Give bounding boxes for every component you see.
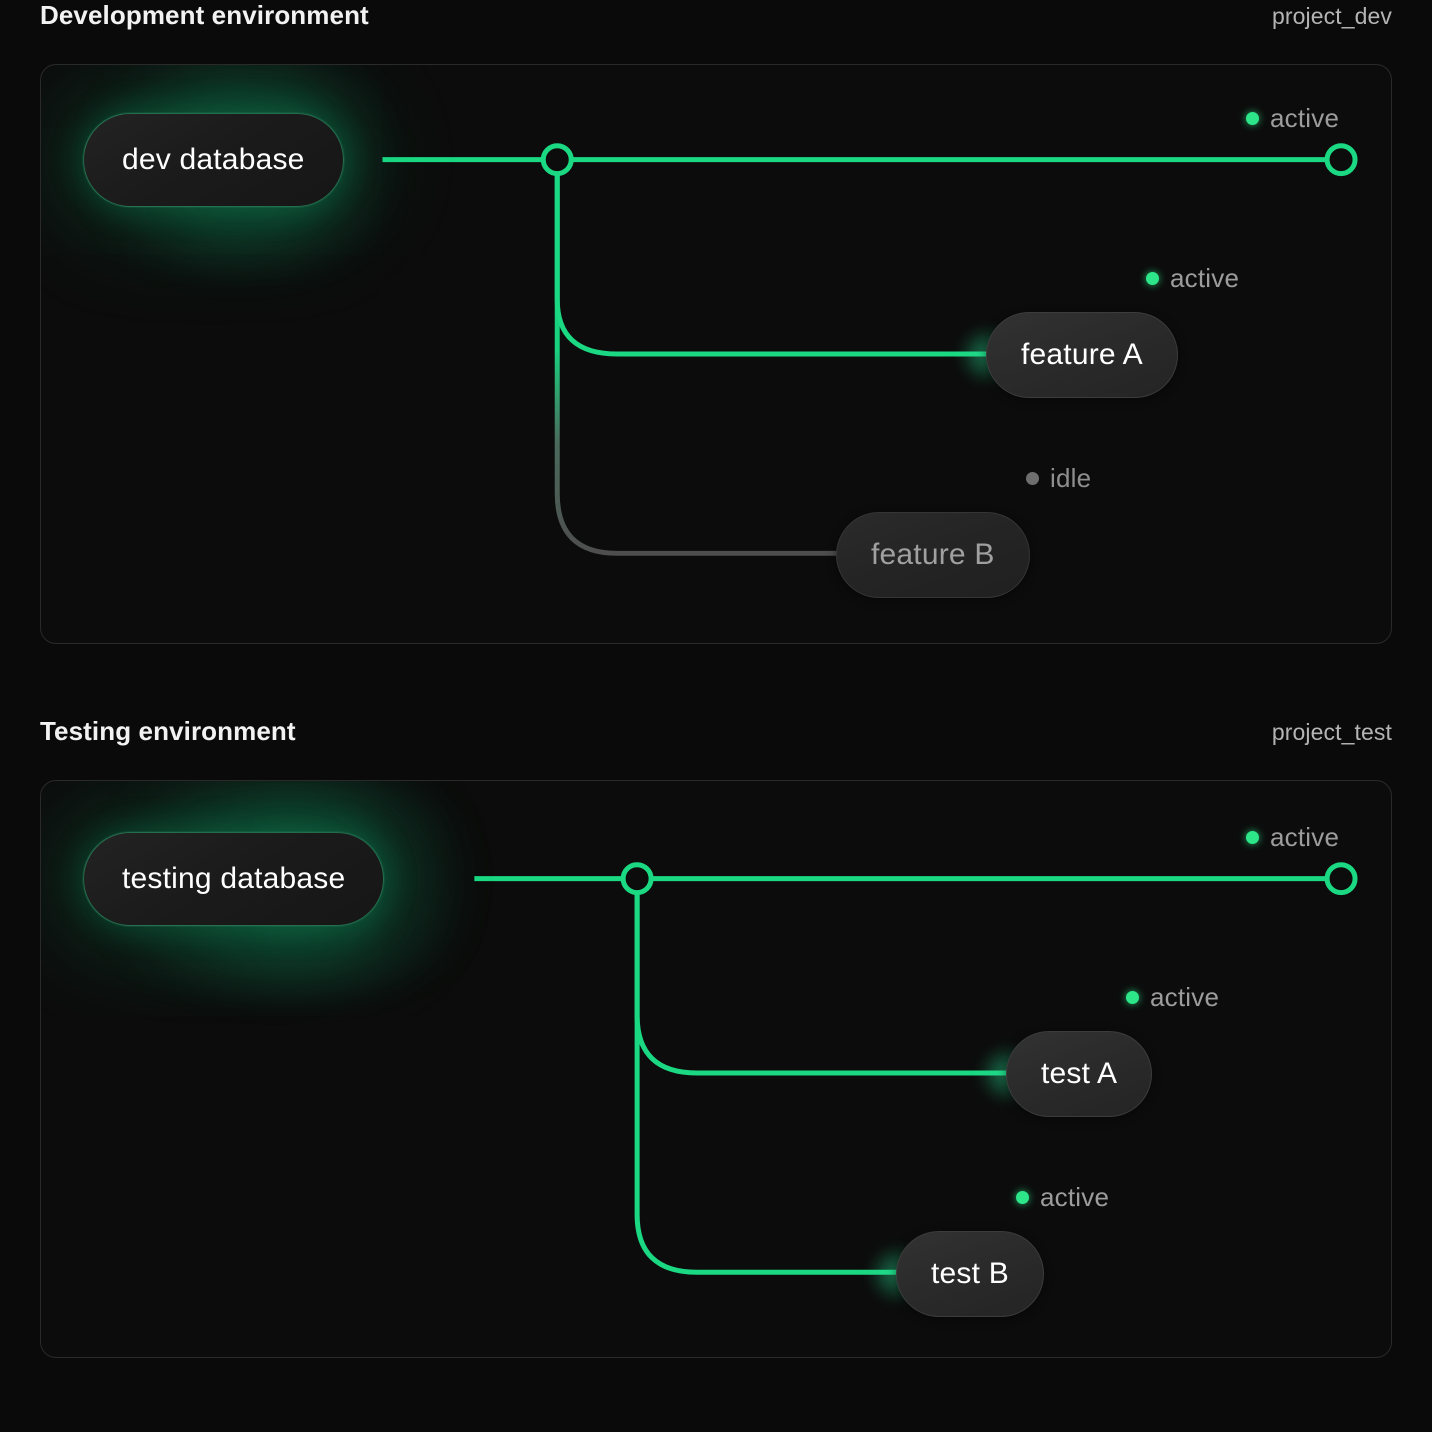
connector-active-feature-a: [557, 160, 986, 354]
status-badge-feature-a: active: [1146, 263, 1239, 294]
status-dot-icon: [1016, 1191, 1029, 1204]
connector-active-test-b: [637, 879, 897, 1273]
status-dot-icon: [1146, 272, 1159, 285]
junction-circle-testing[interactable]: [623, 865, 651, 893]
status-badge-test-a: active: [1126, 982, 1219, 1013]
status-dot-icon: [1126, 991, 1139, 1004]
page-title-development: Development environment: [40, 0, 369, 31]
environment-card-testing: testing database active test A active te…: [40, 780, 1392, 1358]
connector-active-test-a: [637, 879, 1006, 1073]
section-spacer: [40, 644, 1392, 716]
status-label-dev-trunk: active: [1270, 103, 1339, 134]
status-badge-dev-trunk: active: [1246, 103, 1339, 134]
project-name-testing: project_test: [1272, 719, 1392, 746]
status-badge-feature-b: idle: [1026, 463, 1091, 494]
status-label-feature-b: idle: [1050, 463, 1091, 494]
node-label-test-b: test B: [931, 1257, 1009, 1291]
status-dot-icon: [1246, 112, 1259, 125]
node-test-b[interactable]: test B: [896, 1231, 1044, 1317]
status-badge-test-b: active: [1016, 1182, 1109, 1213]
status-dot-icon: [1026, 472, 1039, 485]
status-label-test-a: active: [1150, 982, 1219, 1013]
node-testing-database[interactable]: testing database: [83, 832, 384, 926]
node-label-dev-database: dev database: [122, 143, 305, 177]
node-label-testing-database: testing database: [122, 862, 345, 896]
status-label-test-b: active: [1040, 1182, 1109, 1213]
project-name-development: project_dev: [1272, 3, 1392, 30]
status-badge-test-trunk: active: [1246, 822, 1339, 853]
node-feature-a[interactable]: feature A: [986, 312, 1178, 398]
node-label-feature-a: feature A: [1021, 338, 1143, 372]
endpoint-circle-development[interactable]: [1327, 146, 1355, 174]
node-feature-b[interactable]: feature B: [836, 512, 1030, 598]
junction-circle-development[interactable]: [543, 146, 571, 174]
page-title-testing: Testing environment: [40, 716, 296, 747]
status-label-feature-a: active: [1170, 263, 1239, 294]
connector-idle-feature-b: [557, 160, 837, 554]
environment-card-development: dev database active feature A active fea…: [40, 64, 1392, 644]
section-header-development: Development environment project_dev: [40, 0, 1392, 64]
node-dev-database[interactable]: dev database: [83, 113, 344, 207]
status-dot-icon: [1246, 831, 1259, 844]
node-label-test-a: test A: [1041, 1057, 1117, 1091]
section-header-testing: Testing environment project_test: [40, 716, 1392, 780]
endpoint-circle-testing[interactable]: [1327, 865, 1355, 893]
node-test-a[interactable]: test A: [1006, 1031, 1152, 1117]
status-label-test-trunk: active: [1270, 822, 1339, 853]
node-label-feature-b: feature B: [871, 538, 995, 572]
